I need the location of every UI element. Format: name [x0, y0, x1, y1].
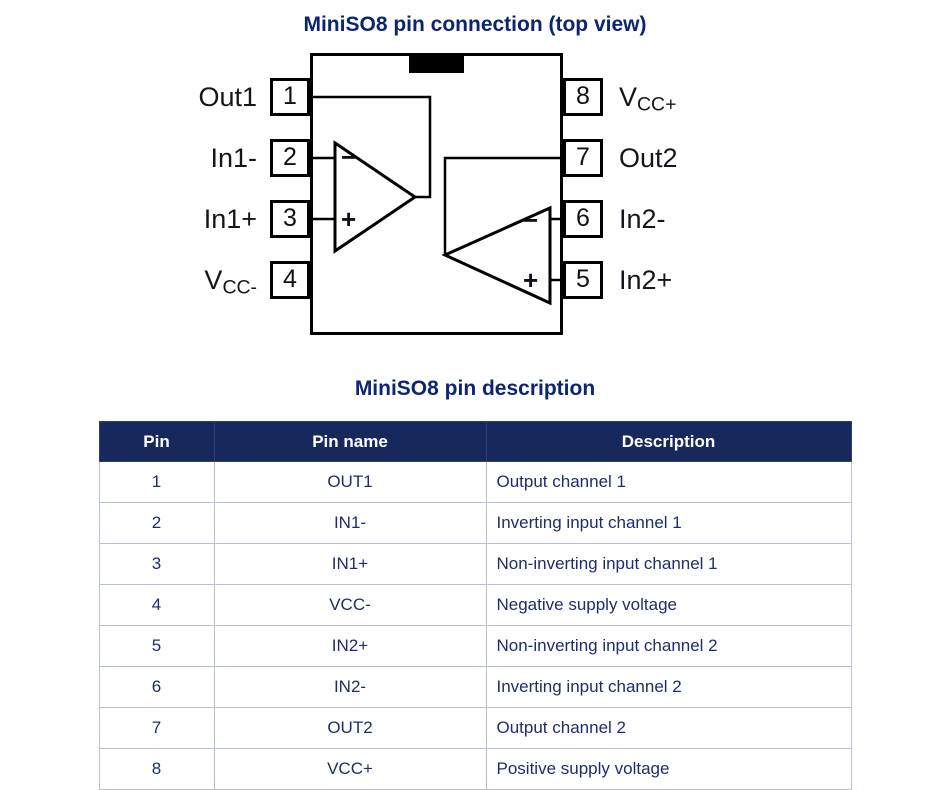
- pin-description-title: MiniSO8 pin description: [354, 377, 596, 400]
- cell-pin: 6: [98, 666, 215, 708]
- cell-pin: 8: [98, 748, 215, 790]
- table-header-row: Pin Pin name Description: [98, 421, 852, 462]
- ic-package-body: [310, 53, 563, 335]
- cell-desc: Positive supply voltage: [485, 748, 852, 790]
- pin-box-3: 3: [270, 200, 310, 238]
- pin-box-2: 2: [270, 139, 310, 177]
- table-row: 4 VCC- Negative supply voltage: [98, 584, 852, 626]
- cell-name: IN2+: [213, 625, 487, 667]
- pin-box-5: 5: [563, 261, 603, 299]
- pin-box-1: 1: [270, 78, 310, 116]
- table-row: 2 IN1- Inverting input channel 1: [98, 502, 852, 544]
- pin-connection-title: MiniSO8 pin connection (top view): [303, 13, 647, 36]
- cell-desc: Inverting input channel 2: [485, 666, 852, 708]
- cell-desc: Negative supply voltage: [485, 584, 852, 626]
- table-row: 5 IN2+ Non-inverting input channel 2: [98, 625, 852, 667]
- pin-label-out2: Out2: [619, 139, 803, 177]
- cell-pin: 7: [98, 707, 215, 749]
- cell-name: VCC-: [213, 584, 487, 626]
- pin-box-4: 4: [270, 261, 310, 299]
- pin-label-text: Out2: [619, 143, 678, 173]
- pin-label-in1-plus: In1+: [145, 200, 257, 238]
- cell-desc: Non-inverting input channel 2: [485, 625, 852, 667]
- pin-label-sub: CC-: [222, 276, 257, 299]
- table-row: 3 IN1+ Non-inverting input channel 1: [98, 543, 852, 585]
- pin-label-in1-minus: In1-: [145, 139, 257, 177]
- cell-name: IN1+: [213, 543, 487, 585]
- cell-name: VCC+: [213, 748, 487, 790]
- pin-label-text: In1-: [210, 143, 257, 173]
- pin-label-vcc-minus: VCC-: [145, 261, 257, 299]
- cell-pin: 4: [98, 584, 215, 626]
- cell-pin: 3: [98, 543, 215, 585]
- cell-name: OUT2: [213, 707, 487, 749]
- pin-label-in2-minus: In2-: [619, 200, 803, 238]
- cell-pin: 1: [98, 461, 215, 503]
- header-description: Description: [485, 421, 852, 462]
- cell-desc: Inverting input channel 1: [485, 502, 852, 544]
- cell-name: OUT1: [213, 461, 487, 503]
- pin-box-8: 8: [563, 78, 603, 116]
- pin-box-7: 7: [563, 139, 603, 177]
- table-row: 1 OUT1 Output channel 1: [98, 461, 852, 503]
- pin-label-text: V: [619, 82, 638, 112]
- pin-box-6: 6: [563, 200, 603, 238]
- cell-desc: Output channel 2: [485, 707, 852, 749]
- pin-label-text: In2+: [619, 265, 673, 295]
- ic-orientation-mark: [409, 55, 464, 73]
- pin-label-text: Out1: [198, 82, 257, 112]
- header-pin-name: Pin name: [213, 421, 487, 462]
- pin-label-text: In2-: [619, 204, 666, 234]
- cell-pin: 5: [98, 625, 215, 667]
- cell-name: IN2-: [213, 666, 487, 708]
- pin-label-out1: Out1: [145, 78, 257, 116]
- cell-desc: Output channel 1: [485, 461, 852, 503]
- pin-description-table: Pin Pin name Description 1 OUT1 Output c…: [98, 421, 852, 790]
- cell-desc: Non-inverting input channel 1: [485, 543, 852, 585]
- pin-label-in2-plus: In2+: [619, 261, 803, 299]
- header-pin: Pin: [98, 421, 215, 462]
- table-row: 6 IN2- Inverting input channel 2: [98, 666, 852, 708]
- pin-label-sub: CC+: [637, 93, 677, 116]
- pin-label-text: V: [204, 265, 223, 295]
- cell-name: IN1-: [213, 502, 487, 544]
- cell-pin: 2: [98, 502, 215, 544]
- table-row: 7 OUT2 Output channel 2: [98, 707, 852, 749]
- pin-label-vcc-plus: VCC+: [619, 78, 803, 116]
- table-row: 8 VCC+ Positive supply voltage: [98, 748, 852, 790]
- pinout-diagram: Out1 In1- In1+ VCC- VCC+ Out2 In2- In2+ …: [145, 45, 805, 347]
- pin-label-text: In1+: [203, 204, 257, 234]
